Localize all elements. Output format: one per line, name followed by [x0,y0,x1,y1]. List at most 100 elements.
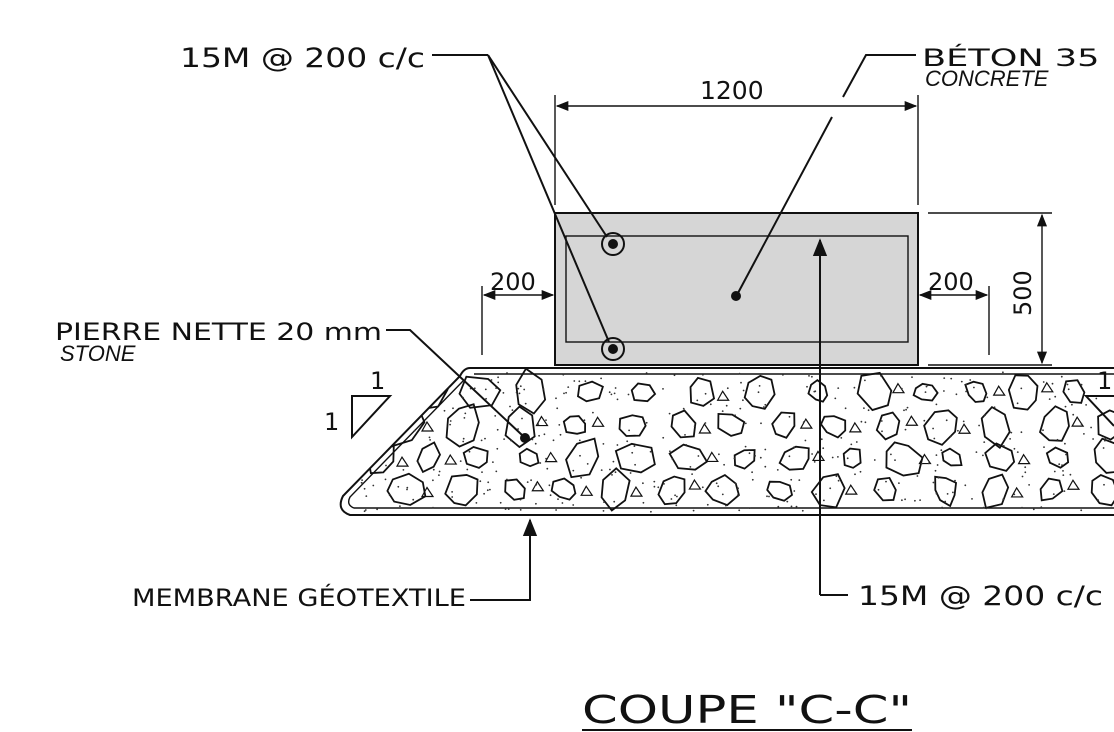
sand-dot [396,375,398,378]
aggregate-stone [1090,474,1114,507]
sand-dot [657,486,660,489]
sand-dot [524,402,527,405]
aggregate-pattern [349,368,1114,513]
sand-dot [485,397,487,400]
sand-dot [914,499,916,502]
sand-dot [1066,383,1069,386]
sand-dot [490,379,493,381]
sand-dot [481,471,483,473]
sand-dot [413,429,416,432]
sand-dot [452,407,454,410]
sand-dot [438,470,441,473]
sand-dot [751,471,753,474]
aggregate-stone [842,447,862,469]
sand-dot [795,505,798,508]
sand-dot [555,397,557,400]
sand-dot [701,486,704,489]
aggregate-stone [733,449,756,470]
sand-dot [662,388,664,390]
sand-dot [563,392,565,395]
sand-dot [475,502,478,504]
aggregate-chip [1017,453,1031,465]
sand-dot [1065,453,1067,456]
sand-dot [673,374,676,377]
aggregate-stone [704,473,740,507]
section-title: COUPE "C-C" [582,688,912,732]
sand-dot [880,420,883,422]
aggregate-stone [462,446,489,469]
sand-dot [432,468,435,471]
sand-dot [549,494,552,497]
sand-dot [901,499,903,502]
sand-dot [399,505,401,507]
aggregate-stone [856,371,893,412]
aggregate-stone [618,414,647,437]
sand-dot [645,421,648,424]
sand-dot [402,469,405,471]
sand-dot [449,423,451,426]
sand-dot [1010,431,1013,434]
membrane-label: MEMBRANE GÉOTEXTILE [132,583,466,612]
aggregate-chip [531,480,545,492]
sand-dot [631,451,634,454]
sand-dot [764,403,767,406]
sand-dot [1016,451,1019,453]
aggregate-stone [873,476,897,502]
sand-dot [1009,438,1011,440]
aggregate-stone [385,402,426,447]
sand-dot [502,392,505,394]
sand-dot [609,468,611,471]
sand-dot [463,417,466,419]
aggregate-stone [934,475,958,508]
aggregate-chip [420,420,435,432]
sand-dot [417,461,419,464]
sand-dot [592,411,594,414]
sand-dot [384,478,387,481]
sand-dot [709,403,712,406]
sand-dot [473,387,476,390]
concrete-block [554,212,919,366]
sand-dot [759,456,762,459]
slope-indicator-right [1083,395,1114,427]
sand-dot [1013,447,1016,450]
sand-dot [650,510,652,513]
sand-dot [815,493,817,495]
sand-dot [578,380,581,383]
sand-dot [487,481,490,484]
sand-dot [751,478,754,481]
aggregate-stone [964,380,988,403]
sand-dot [737,487,739,490]
sand-dot [934,469,937,472]
sand-dot [1048,398,1051,400]
aggregate-stone [444,474,479,507]
sand-dot [734,414,736,417]
sand-dot [964,484,967,487]
sand-dot [364,509,367,511]
sand-dot [950,435,952,438]
sand-dot [421,383,423,386]
sand-dot [361,479,363,481]
sand-dot [704,392,707,395]
sand-dot [537,423,540,425]
sand-dot [735,482,737,485]
sand-dot [613,500,616,503]
sand-dot [905,408,907,411]
sand-dot [916,475,919,477]
sand-dot [829,487,832,490]
sand-dot [742,389,745,392]
sand-dot [715,482,718,485]
concrete-label: BÉTON 35 MPa [922,43,1114,72]
right-offset-dimension [918,286,990,355]
sand-dot [400,385,403,388]
sand-dot [438,474,440,476]
sand-dot [539,462,542,464]
slope-rise-label-right: 1 [1097,367,1112,395]
sand-dot [451,496,454,498]
sand-dot [822,447,825,450]
sand-dot [401,409,403,412]
sand-dot [1080,383,1083,386]
sand-dot [757,391,760,394]
sand-dot [733,457,736,460]
sand-dot [511,409,514,411]
